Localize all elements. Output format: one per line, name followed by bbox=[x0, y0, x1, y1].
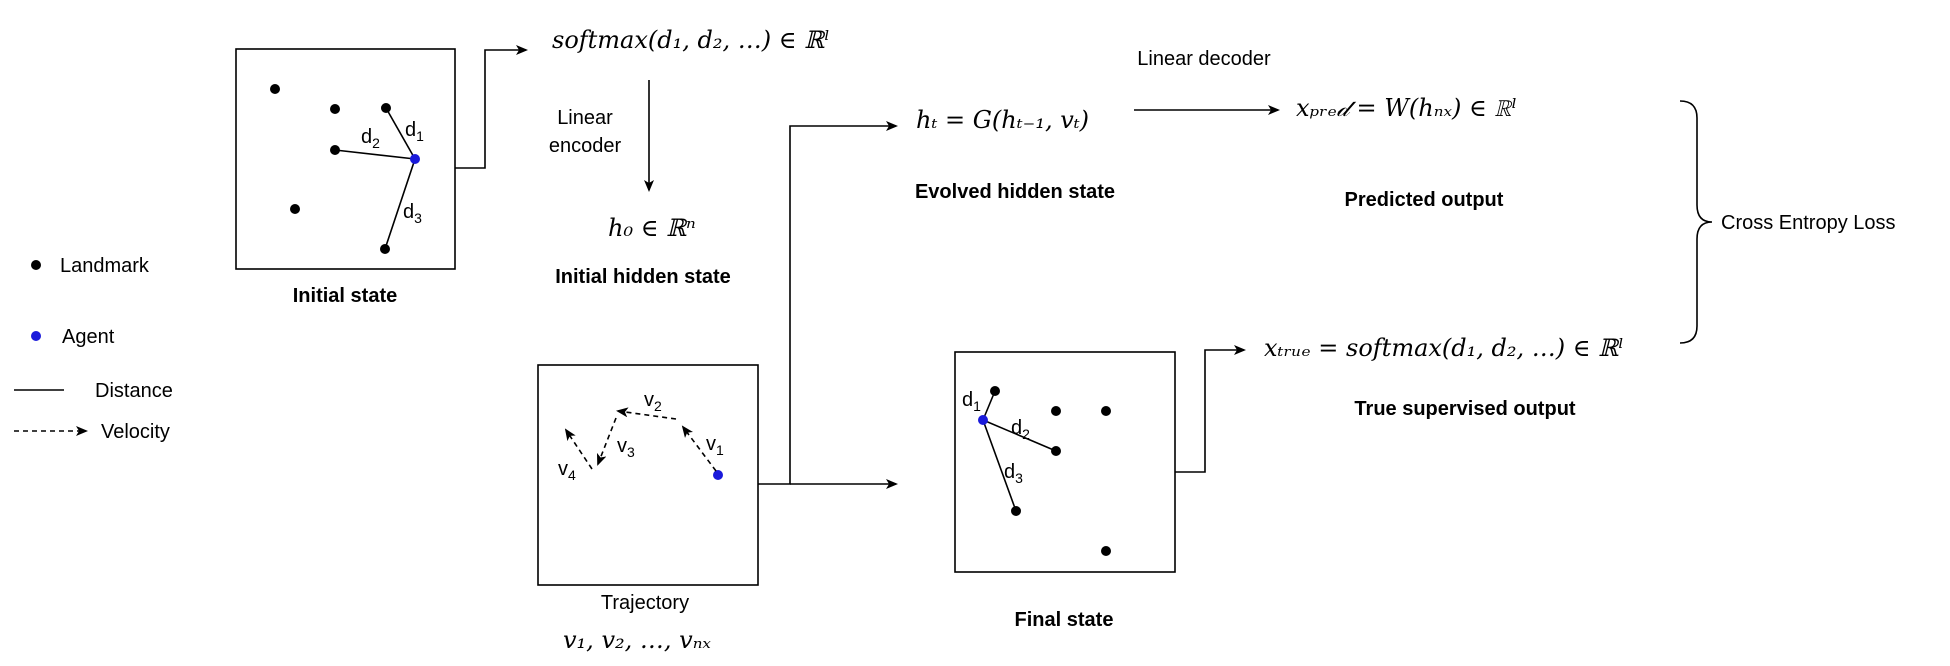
velocity-label-v4: v4 bbox=[558, 458, 576, 483]
velocity-label-v1: v1 bbox=[706, 433, 724, 458]
distance-line bbox=[982, 419, 1057, 452]
velocity-arrow-v2 bbox=[616, 407, 677, 420]
final-state-panel: d1 d2 d3 Final state bbox=[954, 351, 1176, 631]
distance-line bbox=[982, 419, 1017, 512]
distance-line bbox=[385, 107, 416, 160]
distance-label-d2: d2 bbox=[1011, 417, 1030, 442]
velocity-arrow-v3 bbox=[596, 417, 617, 466]
agent-dot bbox=[410, 154, 420, 164]
landmark-dot bbox=[270, 84, 280, 94]
initial-state-box bbox=[235, 48, 456, 270]
distance-label-d1: d1 bbox=[962, 389, 981, 414]
distance-line bbox=[982, 390, 996, 421]
h0-formula: h₀ ∈ ℝⁿ bbox=[608, 214, 696, 242]
initial-state-label: Initial state bbox=[293, 285, 397, 307]
landmark-dot bbox=[1051, 406, 1061, 416]
initial-state-panel: d1 d2 d3 Initial state bbox=[235, 48, 456, 307]
trajectory-sequence-formula: v₁, v₂, …, vₙₓ bbox=[563, 626, 711, 654]
trajectory-label: Trajectory bbox=[601, 592, 689, 614]
legend-agent-dot bbox=[31, 331, 41, 341]
linear-encoder-label-line1: Linear bbox=[557, 107, 613, 129]
distance-line bbox=[384, 158, 416, 250]
trajectory-panel: v1 v2 v3 v4 Trajectory v₁, v₂, …, vₙₓ bbox=[537, 364, 759, 654]
right-brace bbox=[1679, 100, 1713, 344]
legend-agent-label: Agent bbox=[62, 326, 115, 348]
legend-velocity-label: Velocity bbox=[101, 421, 170, 443]
distance-label-d1: d1 bbox=[405, 119, 424, 144]
distance-line bbox=[334, 149, 416, 160]
legend-landmark-label: Landmark bbox=[60, 255, 150, 277]
landmark-dot bbox=[1101, 406, 1111, 416]
distance-label-d3: d3 bbox=[1004, 461, 1023, 486]
landmark-dot bbox=[1101, 546, 1111, 556]
arrow-initial-to-softmax bbox=[455, 45, 528, 169]
landmark-dot bbox=[290, 204, 300, 214]
legend: Landmark Agent Distance Velocity bbox=[14, 255, 173, 443]
velocity-arrow-v1 bbox=[681, 425, 717, 472]
arrow-final-to-xtrue bbox=[1175, 345, 1246, 473]
initial-hidden-state-label: Initial hidden state bbox=[555, 266, 731, 288]
ht-formula: hₜ = G(hₜ₋₁, vₜ) bbox=[916, 106, 1089, 134]
trajectory-box bbox=[537, 364, 759, 586]
arrow-trajectory-to-ht bbox=[758, 121, 898, 485]
xpred-formula: xₚᵣₑ𝒹 = W(hₙₓ) ∈ ℝˡ bbox=[1296, 94, 1517, 122]
linear-encoder-label-line2: encoder bbox=[549, 135, 622, 157]
velocity-label-v2: v2 bbox=[644, 389, 662, 414]
final-state-label: Final state bbox=[1015, 609, 1114, 631]
velocity-arrow-v4 bbox=[564, 428, 593, 470]
evolved-hidden-state-label: Evolved hidden state bbox=[915, 181, 1115, 203]
true-supervised-output-label: True supervised output bbox=[1354, 398, 1575, 420]
cross-entropy-loss-label: Cross Entropy Loss bbox=[1721, 212, 1896, 234]
agent-dot bbox=[978, 415, 988, 425]
velocity-label-v3: v3 bbox=[617, 435, 635, 460]
legend-landmark-dot bbox=[31, 260, 41, 270]
distance-label-d2: d2 bbox=[361, 126, 380, 151]
softmax-top-formula: softmax(d₁, d₂, …) ∈ ℝˡ bbox=[552, 26, 830, 54]
final-state-box bbox=[954, 351, 1176, 573]
predicted-output-label: Predicted output bbox=[1345, 189, 1504, 211]
legend-distance-label: Distance bbox=[95, 380, 173, 402]
landmark-dot bbox=[330, 104, 340, 114]
xtrue-formula: xₜᵣᵤₑ = softmax(d₁, d₂, …) ∈ ℝˡ bbox=[1264, 334, 1624, 362]
agent-dot bbox=[713, 470, 723, 480]
distance-label-d3: d3 bbox=[403, 201, 422, 226]
linear-decoder-label: Linear decoder bbox=[1137, 48, 1271, 70]
